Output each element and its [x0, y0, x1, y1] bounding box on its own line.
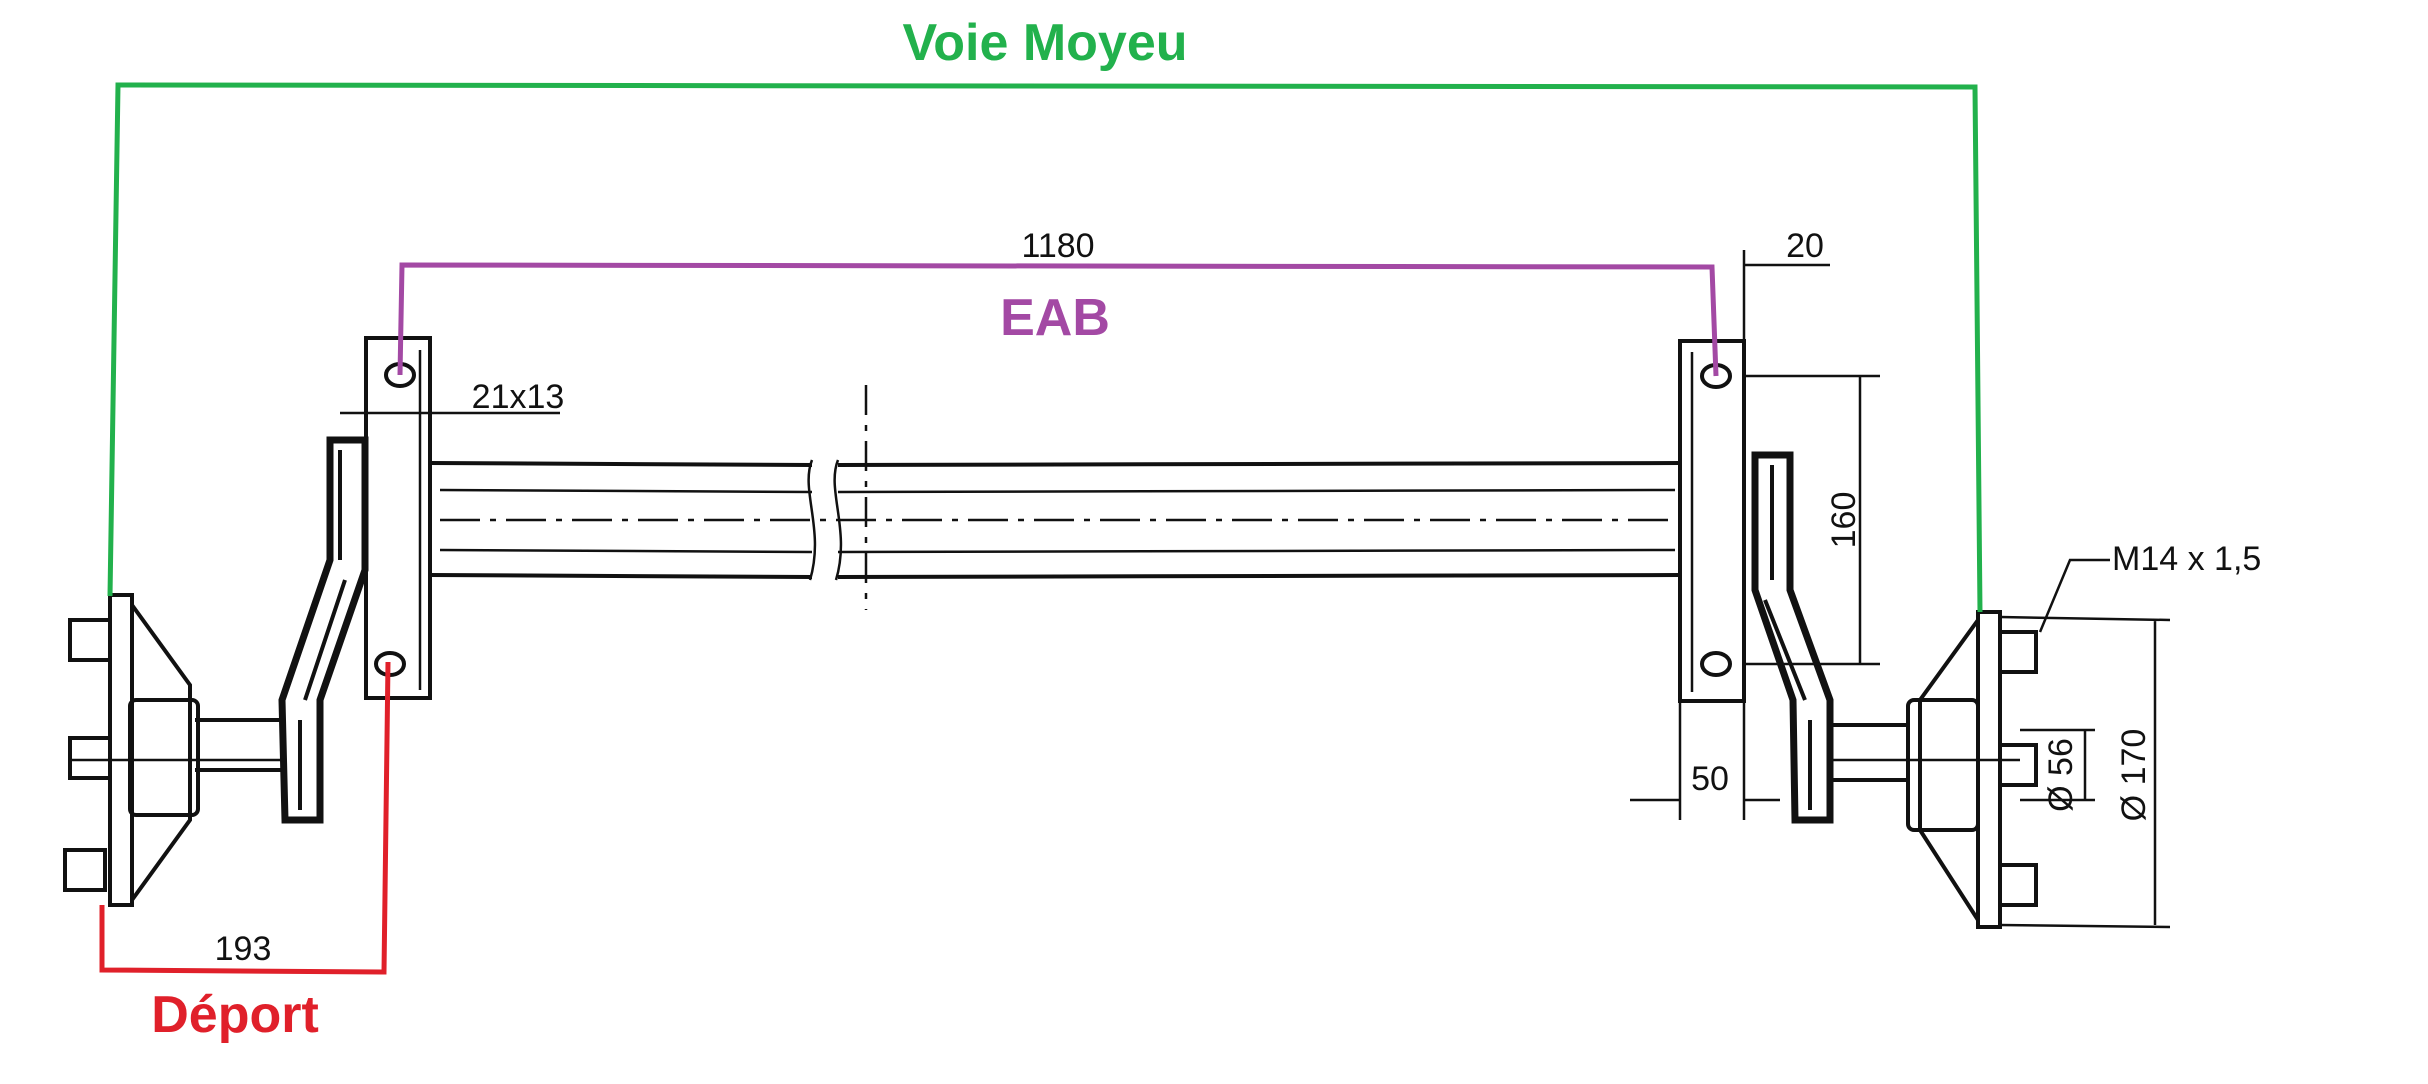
dim-1180: 1180	[1021, 227, 1094, 265]
dim-160: 160	[1825, 492, 1863, 549]
voie-moyeu-line	[107, 82, 1983, 613]
dimension-lines	[340, 250, 2171, 929]
eab-line	[397, 262, 1719, 377]
left-bracket	[364, 336, 432, 700]
eab-label: EAB	[1000, 289, 1110, 347]
left-swing-arm	[195, 436, 369, 824]
right-hub	[1830, 610, 2038, 929]
dim-21x13: 21x13	[472, 378, 565, 416]
dim-diam-56: Ø 56	[2042, 738, 2080, 812]
dim-diam-170: Ø 170	[2115, 729, 2153, 822]
dim-193: 193	[215, 930, 272, 968]
dim-20: 20	[1786, 227, 1824, 265]
right-swing-arm	[1751, 451, 1910, 824]
deport-line	[99, 661, 391, 975]
dim-m14: M14 x 1,5	[2112, 540, 2261, 578]
deport-label: Déport	[151, 986, 319, 1044]
left-hub	[63, 593, 285, 907]
right-bracket	[1678, 339, 1746, 703]
dim-50: 50	[1691, 760, 1729, 798]
voie-moyeu-label: Voie Moyeu	[902, 14, 1187, 72]
axle-tube	[429, 385, 1681, 610]
